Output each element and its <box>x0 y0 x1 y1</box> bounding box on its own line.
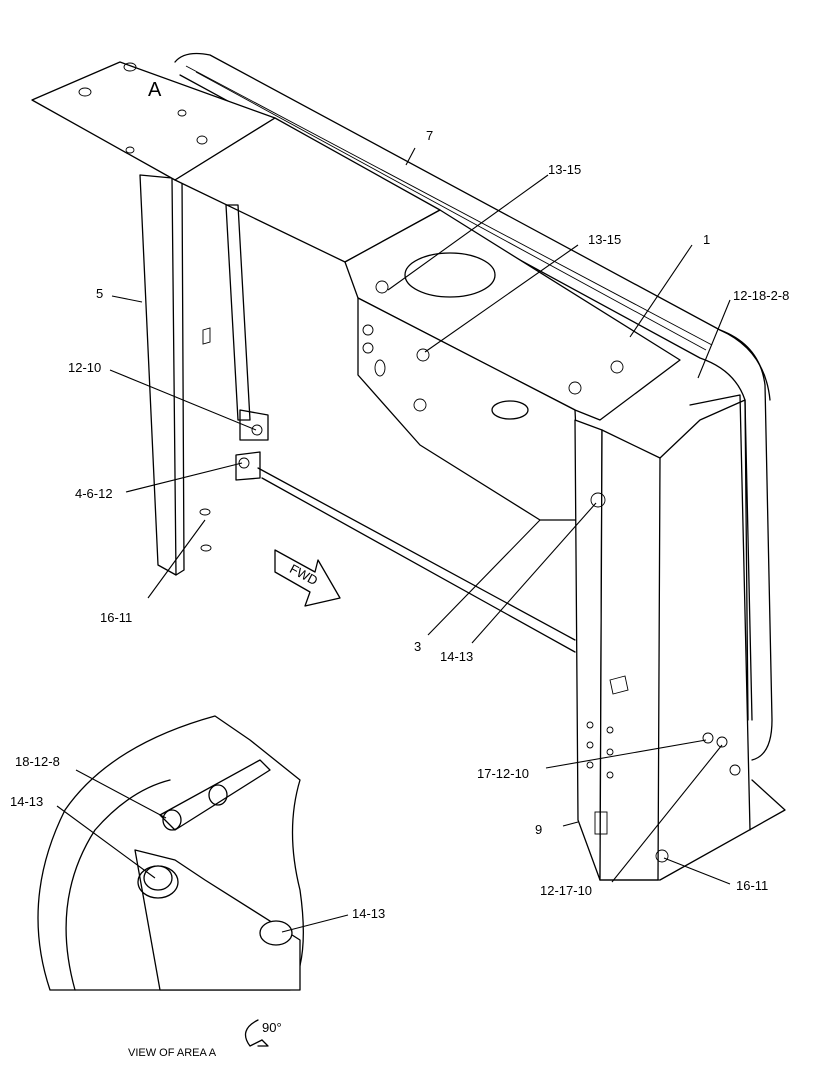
rotation-label: 90° <box>262 1020 282 1035</box>
rear-rail <box>174 52 773 761</box>
callout-14-13-a: 14-13 <box>440 649 473 664</box>
lower-bar <box>225 204 576 653</box>
callout-4-6-12: 4-6-12 <box>75 486 113 501</box>
callout-16-11-a: 16-11 <box>100 610 132 625</box>
fwd-arrow: FWD <box>274 549 341 607</box>
callout-14-13-b: 14-13 <box>10 794 43 809</box>
callout-13-15-b: 13-15 <box>588 232 621 247</box>
callout-7: 7 <box>426 128 433 143</box>
leader-lines <box>56 147 731 933</box>
callout-labels: A 7 13-15 13-15 1 12-18-2-8 5 12-10 4-6-… <box>10 79 789 1059</box>
callout-17-12-10: 17-12-10 <box>477 766 529 781</box>
callout-14-13-c: 14-13 <box>352 906 385 921</box>
callout-18-12-8: 18-12-8 <box>15 754 60 769</box>
view-caption: VIEW OF AREA A <box>128 1047 217 1059</box>
callout-13-15-a: 13-15 <box>548 162 581 177</box>
cross-member <box>344 209 681 521</box>
rotation-marker: 90° <box>244 1019 282 1047</box>
right-post <box>574 394 786 881</box>
callout-1: 1 <box>703 232 710 247</box>
top-plate <box>31 61 441 263</box>
callout-12-10: 12-10 <box>68 360 101 375</box>
view-marker: A <box>148 79 162 101</box>
callout-12-18-2-8: 12-18-2-8 <box>733 288 789 303</box>
callout-16-11-b: 16-11 <box>736 878 768 893</box>
callout-12-17-10: 12-17-10 <box>540 883 592 898</box>
callout-3: 3 <box>414 639 421 654</box>
inset-view <box>37 715 304 991</box>
callout-5: 5 <box>96 286 103 301</box>
callout-9: 9 <box>535 822 542 837</box>
left-panel <box>139 174 212 576</box>
